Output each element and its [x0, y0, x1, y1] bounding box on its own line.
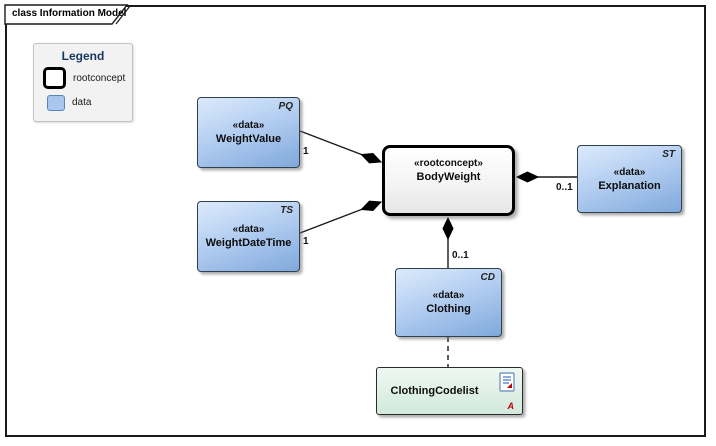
- type-tag: PQ: [278, 101, 293, 112]
- type-tag: CD: [480, 272, 495, 283]
- class-name: WeightValue: [215, 133, 282, 145]
- multiplicity-label: 0..1: [452, 250, 469, 261]
- class-name: Explanation: [598, 179, 661, 192]
- class-explanation[interactable]: ST «data» Explanation: [577, 145, 682, 213]
- diagram-frame: [5, 5, 706, 437]
- multiplicity-label: 0..1: [556, 182, 573, 193]
- stereotype: «data»: [232, 224, 265, 235]
- class-name: Clothing: [426, 303, 471, 315]
- frame-title: class Information Model: [12, 8, 127, 19]
- class-bodyweight[interactable]: «rootconcept» BodyWeight: [382, 145, 515, 216]
- stereotype: «rootconcept»: [414, 158, 483, 169]
- multiplicity-label: 1: [303, 236, 309, 247]
- class-name: BodyWeight: [416, 171, 481, 183]
- legend-item-rootconcept: rootconcept: [43, 67, 132, 89]
- legend-item-data: data: [43, 93, 132, 111]
- frame-tab-slash: [115, 5, 131, 25]
- connector-weightdatetime-bodyweight: [299, 202, 381, 234]
- class-clothing[interactable]: CD «data» Clothing: [395, 268, 502, 337]
- legend: Legend rootconcept data: [33, 43, 133, 122]
- abstract-badge: A: [507, 401, 515, 411]
- linked-document-icon: [499, 372, 515, 392]
- class-name: ClothingCodelist: [390, 385, 479, 397]
- type-tag: TS: [280, 205, 293, 216]
- legend-label: rootconcept: [73, 72, 126, 84]
- connector-weightvalue-bodyweight: [299, 130, 381, 162]
- class-name: WeightDateTime: [205, 237, 292, 249]
- stereotype: «data»: [613, 166, 646, 178]
- multiplicity-label: 1: [303, 146, 309, 157]
- frame-title-tab: [4, 4, 129, 25]
- class-weightvalue[interactable]: PQ «data» WeightValue: [197, 97, 300, 168]
- stereotype: «data»: [432, 290, 465, 301]
- rootconcept-swatch: [43, 67, 66, 89]
- class-clothingcodelist[interactable]: ClothingCodelist A: [376, 367, 523, 415]
- codelist-indicators: A: [492, 368, 522, 414]
- class-weightdatetime[interactable]: TS «data» WeightDateTime: [197, 201, 300, 272]
- legend-label: data: [72, 96, 92, 108]
- type-tag: ST: [662, 149, 675, 160]
- data-swatch: [47, 95, 65, 111]
- stereotype: «data»: [232, 120, 265, 131]
- legend-title: Legend: [61, 49, 105, 63]
